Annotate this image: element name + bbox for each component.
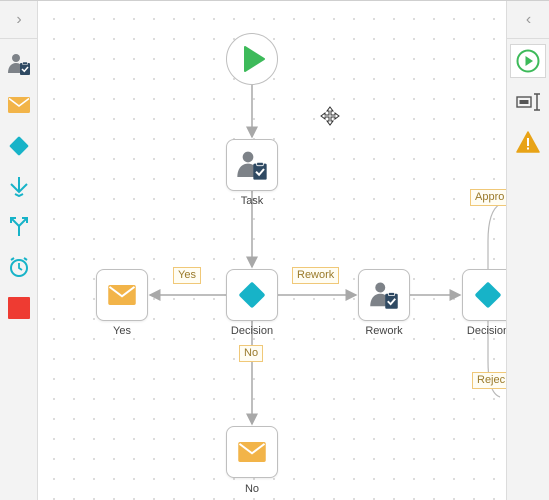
merge-arrows-icon	[10, 177, 28, 197]
stop-square-icon	[8, 297, 30, 319]
play-icon	[230, 37, 274, 81]
palette-user-task[interactable]	[4, 49, 34, 79]
decision-node[interactable]	[226, 269, 278, 321]
no-email-node[interactable]	[226, 426, 278, 478]
left-palette: ›	[0, 1, 38, 500]
user-task-icon	[370, 282, 398, 309]
user-task-icon	[237, 151, 267, 180]
task-node-label: Task	[240, 195, 264, 207]
rework-task-node[interactable]	[358, 269, 410, 321]
right-panel-start-properties[interactable]	[510, 44, 546, 78]
palette-stop[interactable]	[4, 293, 34, 323]
email-icon	[108, 285, 136, 305]
right-panel-text-field[interactable]	[510, 85, 546, 119]
edge-label-rejected[interactable]: Rejec	[472, 372, 506, 389]
email-icon	[238, 442, 266, 462]
edge-label-approved[interactable]: Appro	[470, 189, 506, 206]
start-play-icon	[516, 49, 540, 73]
yes-email-node[interactable]	[96, 269, 148, 321]
right-panel-warnings[interactable]	[510, 125, 546, 159]
text-field-icon	[516, 93, 540, 111]
decision-node-label: Decision	[230, 325, 274, 337]
start-node[interactable]	[226, 33, 278, 85]
move-cursor-icon	[320, 106, 340, 131]
edge-label-rework[interactable]: Rework	[292, 267, 340, 284]
palette-timer[interactable]	[4, 252, 34, 282]
no-node-label: No	[244, 483, 260, 495]
decision-diamond-icon	[475, 282, 501, 308]
palette-decision[interactable]	[4, 131, 34, 161]
yes-node-label: Yes	[113, 325, 131, 337]
user-task-icon	[8, 54, 30, 75]
split-arrows-icon	[10, 217, 28, 236]
workflow-canvas[interactable]: Task Decision Yes Rework	[38, 1, 506, 500]
palette-split[interactable]	[4, 211, 34, 241]
chevron-left-icon: ‹	[525, 10, 532, 28]
warning-icon	[516, 131, 540, 153]
rework-node-label: Rework	[365, 325, 403, 337]
edge-label-yes[interactable]: Yes	[173, 267, 201, 284]
edge-label-no[interactable]: No	[239, 345, 264, 362]
decision2-node[interactable]	[462, 269, 506, 321]
right-panel: ‹	[506, 1, 549, 500]
decision-diamond-icon	[239, 282, 265, 308]
email-icon	[8, 97, 30, 113]
decision2-node-label: Decision	[466, 325, 506, 337]
chevron-right-icon: ›	[16, 10, 22, 28]
palette-merge[interactable]	[4, 171, 34, 201]
task-node[interactable]	[226, 139, 278, 191]
collapse-right-panel-button[interactable]: ‹	[507, 1, 549, 39]
palette-email[interactable]	[4, 90, 34, 120]
expand-left-panel-button[interactable]: ›	[0, 1, 38, 39]
timer-icon	[10, 257, 28, 277]
decision-diamond-icon	[9, 136, 29, 156]
